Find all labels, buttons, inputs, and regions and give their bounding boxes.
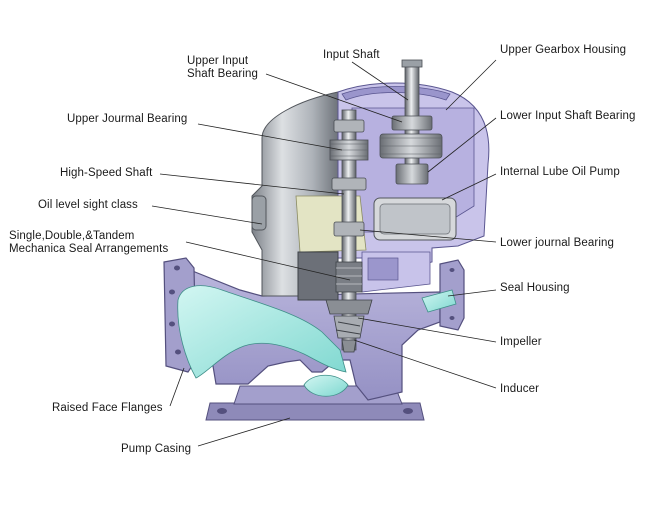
input-shaft-assembly [379, 59, 443, 185]
label-seal-arrangements-line1: Single,Double,&Tandem [9, 230, 135, 242]
label-seal-housing: Seal Housing [500, 282, 570, 294]
high-speed-shaft-assembly [329, 109, 369, 351]
label-seal-arrangements-line2: Mechanica Seal Arrangements [9, 243, 169, 255]
label-high-speed-shaft: High-Speed Shaft [60, 167, 153, 179]
label-upper-journal-bearing: Upper Jourmal Bearing [67, 113, 188, 125]
label-lower-input-shaft-bearing: Lower Input Shaft Bearing [500, 110, 636, 122]
label-input-shaft: Input Shaft [323, 49, 380, 61]
label-lower-journal-bearing: Lower journal Bearing [500, 237, 614, 249]
label-upper-input-shaft-bearing-line1: Upper Input [187, 55, 249, 67]
label-oil-level-sight-glass: Oil level sight class [38, 199, 138, 211]
label-internal-lube-oil-pump: Internal Lube Oil Pump [500, 166, 620, 178]
label-pump-casing: Pump Casing [121, 443, 192, 455]
label-upper-gearbox-housing: Upper Gearbox Housing [500, 44, 627, 56]
impeller-assembly [325, 299, 373, 353]
leader-lines [151, 59, 497, 447]
label-impeller: Impeller [500, 336, 542, 348]
label-raised-face-flanges: Raised Face Flanges [52, 402, 163, 414]
label-upper-input-shaft-bearing-line2: Shaft Bearing [187, 68, 258, 80]
label-inducer: Inducer [500, 383, 540, 395]
fluid-passages [177, 285, 457, 397]
